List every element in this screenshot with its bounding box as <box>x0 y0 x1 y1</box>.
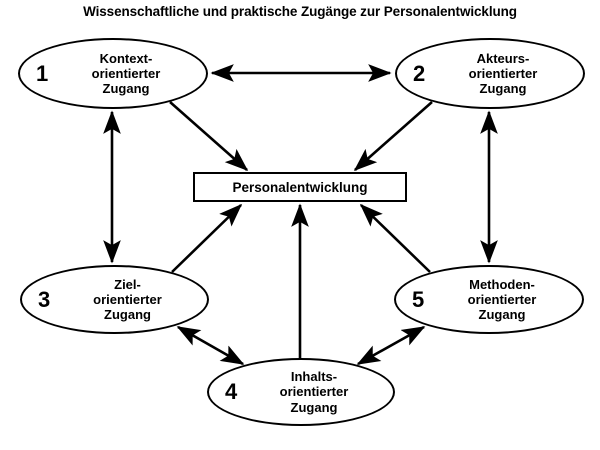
connector-4-5 <box>356 325 426 366</box>
connector-3-center <box>171 203 243 273</box>
node-label-4: Inhalts- orientierter Zugang <box>279 369 349 415</box>
connector-1-center <box>169 101 249 172</box>
node-number-2: 2 <box>413 60 426 86</box>
center-box-personalentwicklung[interactable]: Personalentwicklung <box>193 172 407 202</box>
connector-5-center <box>359 203 431 273</box>
node-label-2: Akteurs- orientierter Zugang <box>468 50 538 97</box>
node-label-5: Methoden- orientierter Zugang <box>467 276 537 323</box>
node-label-3: Ziel- orientierter Zugang <box>93 276 162 323</box>
node-ellipse-2[interactable]: 2 Akteurs- orientierter Zugang <box>395 38 585 109</box>
node-number-5: 5 <box>412 286 425 312</box>
node-number-3: 3 <box>38 286 51 312</box>
node-ellipse-1[interactable]: 1 Kontext- orientierter Zugang <box>18 38 208 109</box>
node-ellipse-4[interactable]: 4 Inhalts- orientierter Zugang <box>207 358 395 426</box>
node-ellipse-5[interactable]: 5 Methoden- orientierter Zugang <box>394 265 584 334</box>
node-label-1: Kontext- orientierter Zugang <box>91 50 161 97</box>
node-ellipse-3[interactable]: 3 Ziel- orientierter Zugang <box>20 265 209 334</box>
connector-2-center <box>353 101 433 172</box>
center-box-label: Personalentwicklung <box>232 179 368 195</box>
connector-3-4 <box>176 325 245 366</box>
node-number-1: 1 <box>36 60 49 86</box>
node-number-4: 4 <box>225 379 238 404</box>
diagram-title: Wissenschaftliche und praktische Zugänge… <box>83 4 517 19</box>
